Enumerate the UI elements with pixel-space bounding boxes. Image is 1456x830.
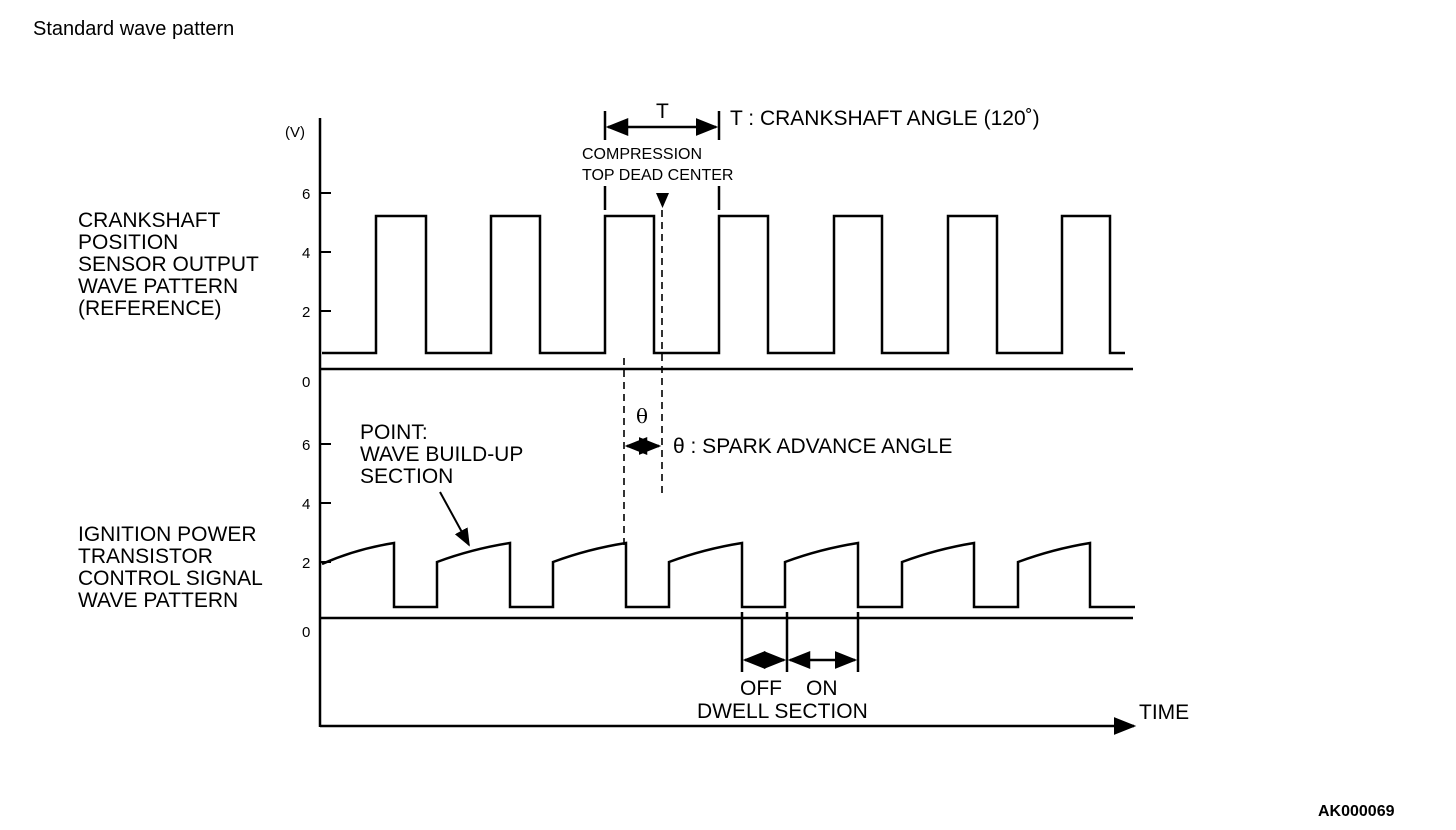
figure-code: AK000069 (1318, 803, 1395, 820)
upper-tick-2: 2 (302, 304, 310, 321)
page-title: Standard wave pattern (33, 18, 234, 40)
off-label: OFF (740, 677, 782, 700)
lower-ticks (320, 443, 331, 563)
axes (318, 118, 1137, 735)
lower-label-line: TRANSISTOR (78, 545, 213, 568)
upper-label-line: WAVE PATTERN (78, 275, 238, 298)
lower-tick-2: 2 (302, 555, 310, 572)
point-label-line: POINT: (360, 421, 428, 444)
tdc-label-line: COMPRESSION (582, 146, 702, 163)
point-label-line: WAVE BUILD-UP (360, 443, 523, 466)
upper-tick-4: 4 (302, 245, 310, 262)
lower-label-line: WAVE PATTERN (78, 589, 238, 612)
on-label: ON (806, 677, 838, 700)
lower-tick-4: 4 (302, 496, 310, 513)
upper-label-line: POSITION (78, 231, 178, 254)
ignition-control-waveform (321, 541, 1135, 609)
t-symbol: T (656, 100, 669, 123)
upper-label-line: CRANKSHAFT (78, 209, 221, 232)
upper-tick-6: 6 (302, 186, 310, 203)
crankshaft-angle-dimension (603, 111, 721, 210)
theta-symbol: θ (636, 404, 648, 428)
upper-label-line: (REFERENCE) (78, 297, 222, 320)
lower-tick-6: 6 (302, 437, 310, 454)
dwell-section-label: DWELL SECTION (697, 700, 868, 723)
upper-label-line: SENSOR OUTPUT (78, 253, 259, 276)
upper-tick-0: 0 (302, 374, 310, 391)
voltage-unit: (V) (285, 124, 305, 141)
point-label-line: SECTION (360, 465, 453, 488)
tdc-label-line: TOP DEAD CENTER (582, 167, 733, 184)
t-definition: T : CRANKSHAFT ANGLE (120˚) (730, 107, 1040, 130)
upper-ticks (320, 192, 331, 312)
lower-label-line: CONTROL SIGNAL (78, 567, 263, 590)
lower-label-line: IGNITION POWER (78, 523, 257, 546)
lower-signal-label: IGNITION POWER TRANSISTOR CONTROL SIGNAL… (78, 523, 263, 612)
tdc-marker-icon (656, 193, 669, 208)
crankshaft-sensor-waveform (322, 214, 1125, 355)
point-arrow (439, 491, 470, 547)
theta-definition: θ : SPARK ADVANCE ANGLE (673, 435, 952, 458)
reference-dashed-lines (623, 210, 663, 545)
upper-signal-label: CRANKSHAFT POSITION SENSOR OUTPUT WAVE P… (78, 209, 259, 320)
time-axis-label: TIME (1139, 701, 1189, 724)
dwell-section-dimension (740, 612, 860, 672)
lower-tick-0: 0 (302, 624, 310, 641)
